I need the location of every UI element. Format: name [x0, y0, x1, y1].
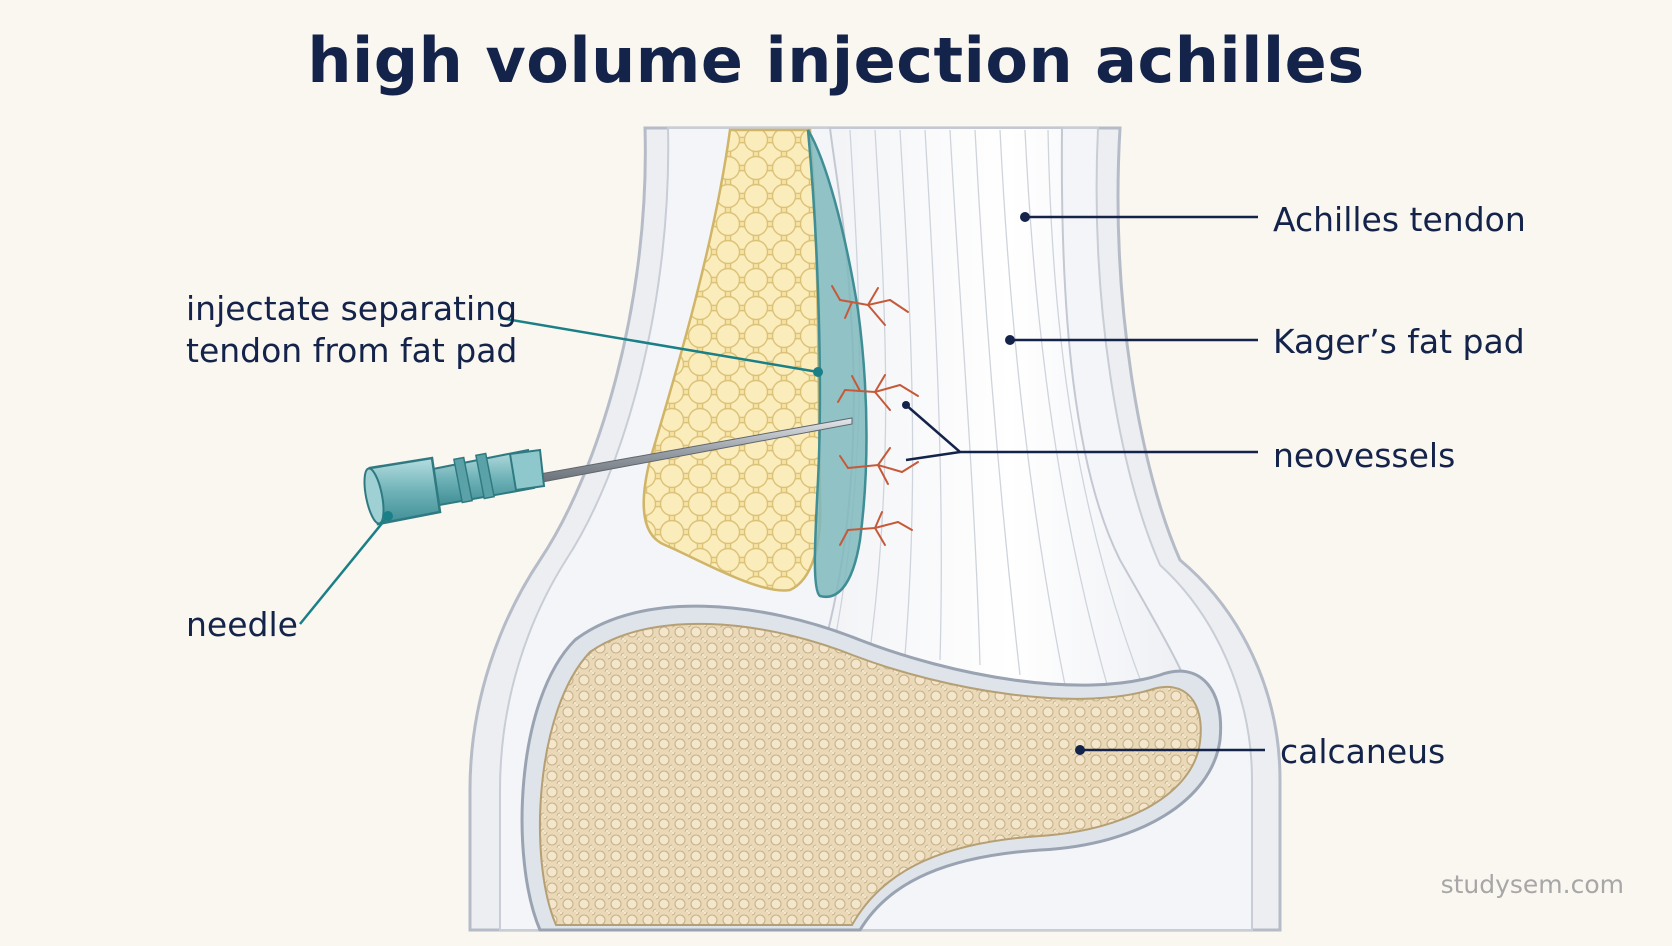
- label-injectate: injectate separating tendon from fat pad: [186, 288, 517, 372]
- watermark: studysem.com: [1440, 870, 1624, 899]
- tendon-fibers: [834, 129, 1151, 706]
- neovessels-marker: [902, 401, 910, 409]
- label-injectate-line2: tendon from fat pad: [186, 331, 518, 370]
- neovessels-drawing: [831, 285, 919, 546]
- label-needle: needle: [186, 605, 298, 644]
- calcaneus-marker: [1075, 745, 1085, 755]
- injectate-marker: [813, 367, 823, 377]
- calcaneus-shape: [538, 622, 1202, 926]
- label-injectate-line1: injectate separating: [186, 289, 518, 328]
- label-calcaneus: calcaneus: [1280, 732, 1446, 771]
- achilles-tendon-marker: [1020, 212, 1030, 222]
- label-neovessels: neovessels: [1273, 436, 1456, 475]
- label-achilles-tendon: Achilles tendon: [1273, 200, 1526, 239]
- kagers-fat-pad-marker: [1005, 335, 1015, 345]
- needle-marker: [383, 511, 393, 521]
- needle-drawing: [363, 417, 853, 526]
- leader-lines: [299, 212, 1265, 755]
- page-title: high volume injection achilles: [307, 24, 1365, 97]
- label-kagers-fat-pad: Kager’s fat pad: [1273, 322, 1525, 361]
